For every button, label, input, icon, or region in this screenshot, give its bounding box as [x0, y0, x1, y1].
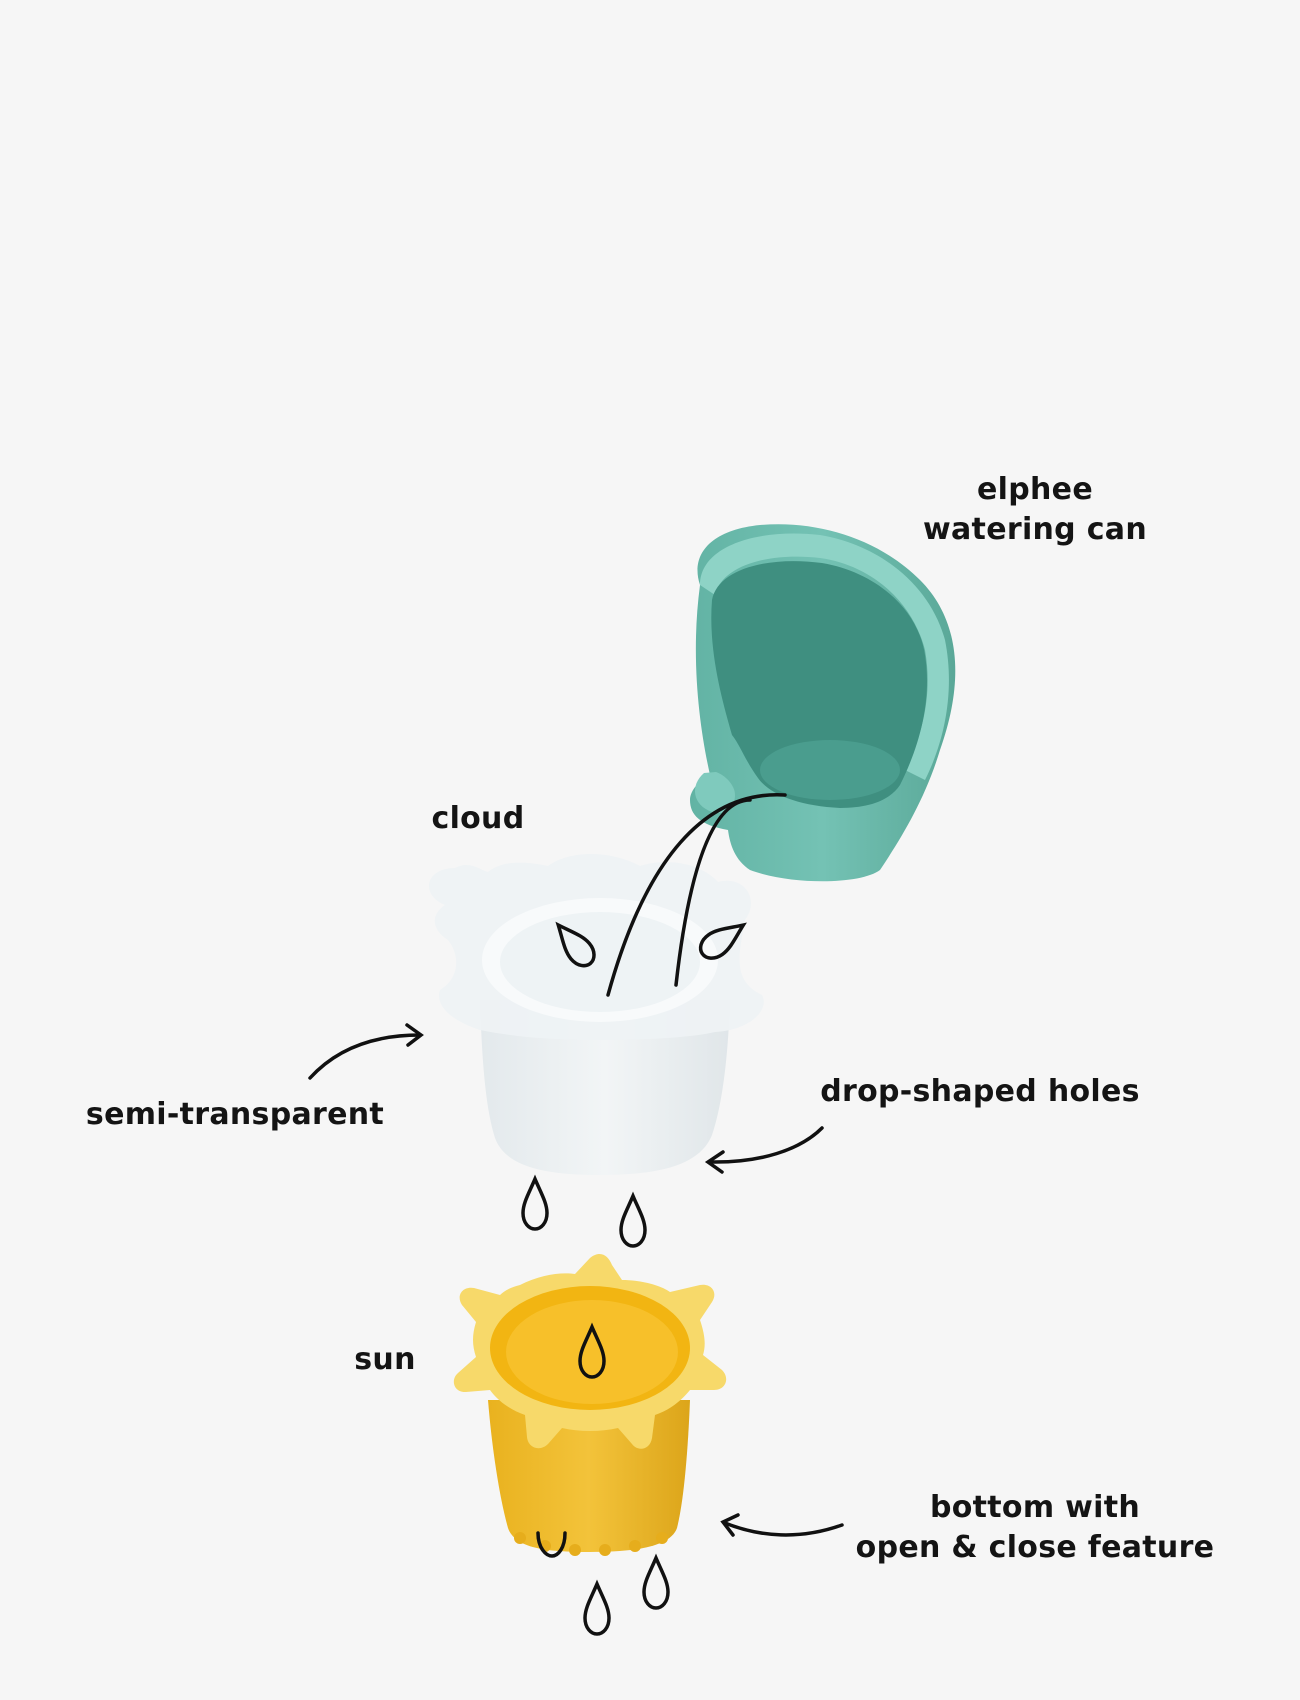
- label-drop-shaped-holes: drop-shaped holes: [820, 1074, 1140, 1109]
- arrow-head-icon: [704, 1150, 725, 1174]
- watering-can: [690, 524, 956, 882]
- label-line: bottom with: [929, 1490, 1141, 1525]
- label-line: elphee: [977, 472, 1093, 507]
- line-art: [308, 793, 844, 1636]
- arrow-head-icon: [720, 1513, 740, 1537]
- water-drop-icon: [642, 1556, 670, 1610]
- label-line: open & close feature: [855, 1530, 1215, 1565]
- label-semi-transparent: semi-transparent: [85, 1097, 385, 1132]
- arrow-head-icon: [405, 1023, 424, 1047]
- arrow-icon: [308, 1033, 422, 1080]
- arrow-icon: [723, 1521, 844, 1537]
- arrow-icon: [708, 1126, 824, 1164]
- water-stream-icon: [606, 793, 787, 997]
- label-bottom-feature: bottom with open & close feature: [855, 1488, 1215, 1568]
- water-drop-icon: [583, 1582, 611, 1636]
- water-drop-icon: [619, 1194, 647, 1248]
- label-sun: sun: [354, 1342, 416, 1377]
- sun-cup: [453, 1254, 727, 1556]
- label-line: watering can: [923, 512, 1147, 547]
- label-cloud: cloud: [431, 801, 525, 836]
- water-drop-icon: [521, 1177, 549, 1231]
- water-drop-icon: [536, 1531, 567, 1558]
- cloud-cup: [428, 854, 764, 1175]
- label-watering-can: elphee watering can: [900, 470, 1170, 550]
- water-stream-icon: [674, 798, 752, 987]
